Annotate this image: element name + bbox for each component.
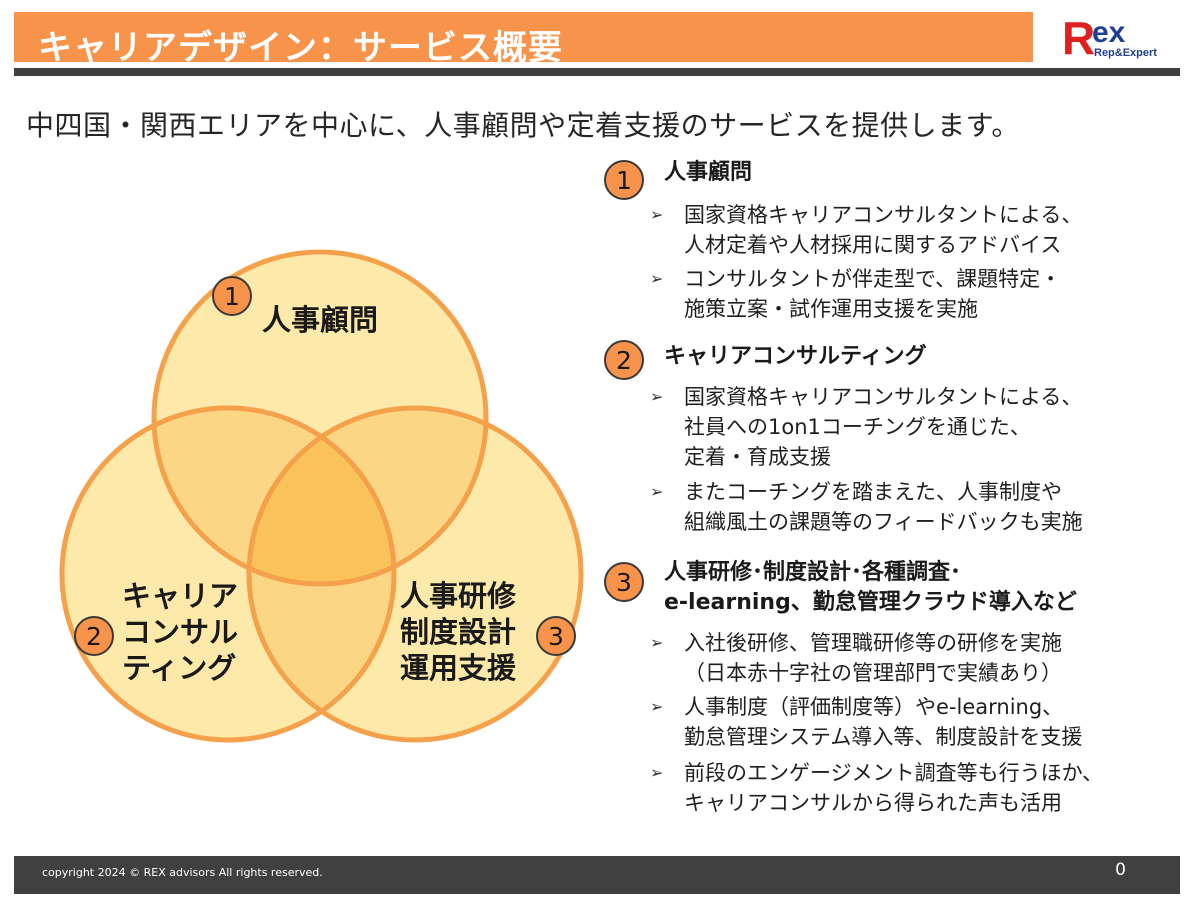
section-1-number: 1 — [604, 160, 644, 200]
section-2-bullet-1: ➢ 国家資格キャリアコンサルタントによる、 社員への1on1コーチングを通じた、… — [650, 382, 1082, 472]
section-3-bullet-3: ➢ 前段のエンゲージメント調査等も行うほか、 キャリアコンサルから得られた声も活… — [650, 758, 1103, 818]
section-2-heading: キャリアコンサルティング — [664, 344, 927, 369]
page-number: 0 — [1115, 860, 1126, 880]
venn-label-1: 人事顧問 — [262, 303, 379, 337]
venn-fills — [62, 252, 581, 740]
bullet-arrow-icon: ➢ — [650, 205, 664, 224]
svg-text:R: R — [1062, 12, 1095, 64]
section-3-bullet-1: ➢ 入社後研修、管理職研修等の研修を実施 （日本赤十字社の管理部門で実績あり） — [650, 628, 1062, 688]
footer-bar: copyright 2024 © REX advisors All rights… — [14, 856, 1180, 894]
venn-label-3: 人事研修 制度設計 運用支援 — [400, 579, 517, 685]
section-2-number: 2 — [604, 340, 644, 380]
rex-logo-graphic: R ex Rep&Expert — [1062, 12, 1157, 64]
title-rule — [14, 68, 1180, 76]
venn-graphic — [59, 249, 584, 743]
section-3-number: 3 — [604, 562, 644, 602]
section-1-heading: 人事顧問 — [664, 160, 753, 185]
venn-number-2: 2 — [74, 616, 114, 656]
bullet-arrow-icon: ➢ — [650, 697, 664, 716]
section-3-heading: 人事研修･制度設計･各種調査･ e-learning、勤怠管理クラウド導入など — [664, 560, 1077, 615]
svg-text:Rep&Expert: Rep&Expert — [1094, 47, 1157, 59]
venn-diagram — [50, 240, 590, 760]
title-bar: キャリアデザイン：サービス概要 — [14, 12, 1033, 68]
venn-label-2: キャリア コンサル ティング — [122, 579, 239, 685]
copyright-text: copyright 2024 © REX advisors All rights… — [42, 866, 323, 879]
subtitle: 中四国・関西エリアを中心に、人事顧問や定着支援のサービスを提供します。 — [26, 109, 1020, 142]
bullet-arrow-icon: ➢ — [650, 482, 664, 501]
section-2-bullet-2: ➢ またコーチングを踏まえた、人事制度や 組織風土の課題等のフィードバックも実施 — [650, 477, 1083, 537]
svg-text:ex: ex — [1092, 16, 1126, 49]
bullet-arrow-icon: ➢ — [650, 633, 664, 652]
venn-number-3: 3 — [536, 616, 576, 656]
section-1-bullet-2: ➢ コンサルタントが伴走型で、課題特定・ 施策立案・試作運用支援を実施 — [650, 264, 1061, 324]
venn-center — [249, 408, 394, 584]
bullet-arrow-icon: ➢ — [650, 763, 664, 782]
section-3-bullet-2: ➢ 人事制度（評価制度等）やe-learning、 勤怠管理システム導入等、制度… — [650, 692, 1082, 752]
venn-outlines — [59, 249, 584, 743]
section-1-bullet-1: ➢ 国家資格キャリアコンサルタントによる、 人材定着や人材採用に関するアドバイス — [650, 200, 1082, 260]
venn-number-1: 1 — [212, 276, 252, 316]
page-title: キャリアデザイン：サービス概要 — [38, 28, 563, 68]
bullet-arrow-icon: ➢ — [650, 387, 664, 406]
rex-logo: R ex Rep&Expert — [1062, 10, 1172, 64]
bullet-arrow-icon: ➢ — [650, 269, 664, 288]
